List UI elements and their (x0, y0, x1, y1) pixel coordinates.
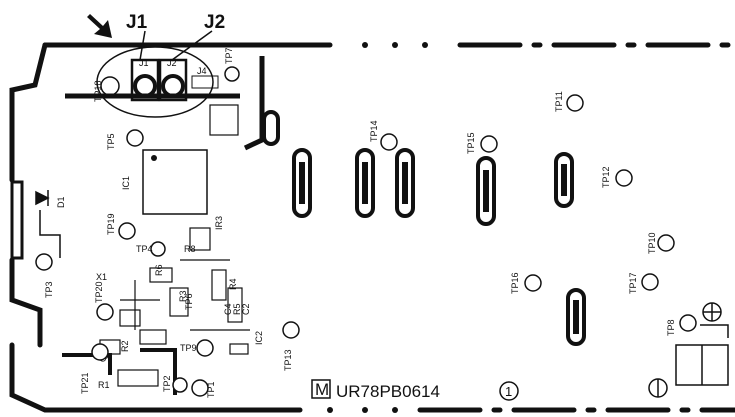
tp12-label: TP12 (601, 166, 611, 188)
comp-x1: X1 (96, 272, 107, 282)
tp15-label: TP15 (466, 132, 476, 154)
comp-r6: R6 (154, 264, 164, 276)
comp-c2: C2 (241, 303, 251, 315)
traces (65, 56, 265, 151)
small-components (99, 104, 250, 387)
comp-j4: J4 (197, 66, 207, 76)
tp11-label: TP11 (554, 91, 564, 112)
callout-j2: J2 (204, 12, 225, 33)
board-outline-dots (327, 42, 428, 413)
tp21-label: TP21 (80, 372, 90, 394)
comp-d1: D1 (56, 196, 66, 208)
tp6-label: TP6 (184, 293, 194, 310)
comp-r1: R1 (98, 380, 110, 390)
jumper-pads (100, 58, 188, 102)
comp-c4: C4 (223, 303, 233, 315)
tp1-label: TP1 (206, 381, 216, 398)
fiducial-mark (648, 302, 729, 398)
callout-j1: J1 (126, 12, 148, 33)
slot-fill (299, 162, 579, 334)
callout-ellipse (96, 46, 214, 118)
tp20-label: TP20 (94, 281, 104, 303)
comp-r2: R2 (120, 340, 130, 352)
part-number: UR78PB0614 (336, 382, 440, 401)
tp3-label: TP3 (44, 281, 54, 298)
maker-logo-text: M (315, 380, 329, 399)
tp13-label: TP13 (283, 349, 293, 371)
diode-d1 (35, 190, 61, 258)
ic1-chip (142, 149, 208, 215)
tp14-label: TP14 (369, 120, 379, 142)
slot-pads (262, 110, 586, 346)
revision-number: 1 (505, 384, 512, 399)
tp17-label: TP17 (628, 272, 638, 294)
comp-r4: R4 (228, 278, 238, 290)
test-point-circles (35, 66, 697, 397)
tp16-label: TP16 (510, 272, 520, 294)
comp-r3: R3 (178, 290, 188, 302)
tp4-label: TP4 (136, 244, 153, 254)
comp-r5: R5 (232, 303, 242, 315)
comp-j2: J2 (167, 58, 177, 68)
tp19-label: TP19 (106, 213, 116, 235)
comp-ir3: IR3 (214, 216, 224, 230)
connector-block (675, 344, 729, 386)
tp9-label: TP9 (180, 343, 197, 353)
left-edge-connector (10, 180, 24, 260)
comp-j1: J1 (139, 58, 149, 68)
comp-ic2: IC2 (254, 331, 264, 345)
board-marking: M UR78PB0614 1 (311, 379, 519, 401)
arrow-icon (87, 14, 112, 38)
tp8-label: TP8 (666, 319, 676, 336)
board-outline (9, 42, 735, 413)
tp10-label: TP10 (647, 232, 657, 254)
tp5-label: TP5 (106, 133, 116, 150)
tp7-label: TP7 (224, 47, 234, 64)
comp-r8: R8 (184, 244, 196, 254)
comp-ic1: IC1 (121, 176, 131, 190)
tp2-label: TP2 (162, 375, 172, 392)
tp18-label: TP18 (93, 80, 103, 102)
